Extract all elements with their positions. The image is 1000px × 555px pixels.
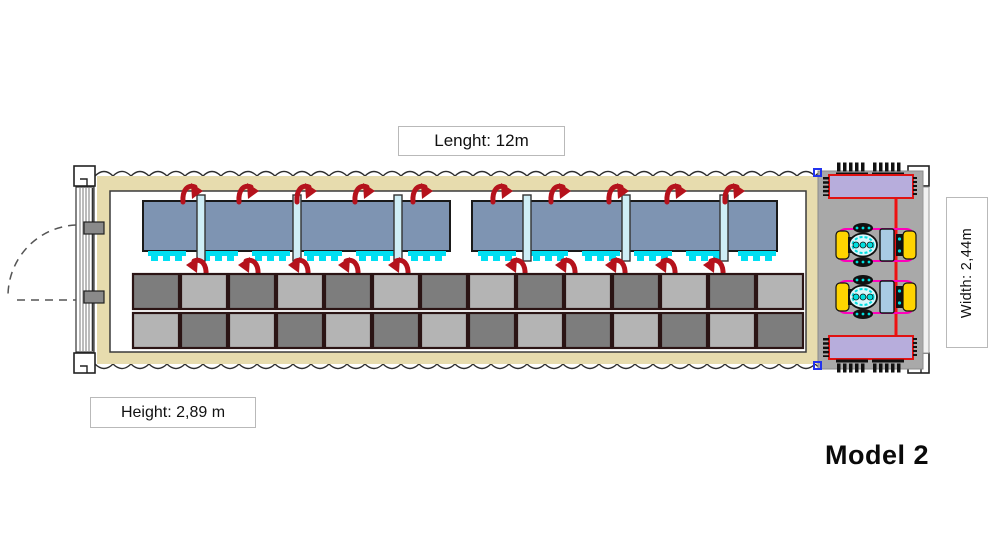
- floor-tile: [659, 311, 709, 350]
- plant-tray: [304, 251, 342, 261]
- floor-tile: [611, 272, 661, 311]
- shelf-post: [393, 194, 403, 262]
- hvac-unit-1: [835, 222, 917, 268]
- equipment-room: [813, 162, 930, 373]
- entry-door: [75, 186, 105, 353]
- length-dimension-label: Lenght: 12m: [398, 126, 565, 156]
- floor-tile: [275, 272, 325, 311]
- corrugated-wall-bottom: [94, 363, 906, 370]
- door-hinge: [83, 221, 105, 235]
- condenser-unit-top: [823, 162, 917, 199]
- floor-tile: [131, 272, 181, 311]
- floor-tile: [467, 272, 517, 311]
- grow-shelf-right: [471, 194, 778, 262]
- shelf-post: [292, 194, 302, 262]
- floor-tile: [515, 311, 565, 350]
- plant-tray: [252, 251, 290, 261]
- model-title: Model 2: [824, 440, 929, 470]
- floor-tile: [131, 311, 181, 350]
- floor-tile: [323, 272, 373, 311]
- condenser-unit-bottom: [823, 335, 917, 373]
- floor-tile: [563, 311, 613, 350]
- floor-tile: [227, 272, 277, 311]
- door-hinge: [83, 290, 105, 304]
- shelf-post: [719, 194, 729, 262]
- floor-tile: [371, 311, 421, 350]
- length-dimension-text: Lenght: 12m: [434, 131, 529, 150]
- corner-marker: [813, 168, 822, 177]
- corner-casting: [73, 352, 96, 374]
- corner-casting: [73, 165, 96, 187]
- height-dimension-label: Height: 2,89 m: [90, 397, 256, 428]
- floor-tile: [611, 311, 661, 350]
- floor-tile: [371, 272, 421, 311]
- floor-tile: [659, 272, 709, 311]
- shelf-post: [621, 194, 631, 262]
- plant-tray: [478, 251, 516, 261]
- floor-tile: [515, 272, 565, 311]
- floor-tile: [323, 311, 373, 350]
- floor-tile: [275, 311, 325, 350]
- height-dimension-text: Height: 2,89 m: [120, 403, 226, 421]
- floor-tile: [419, 272, 469, 311]
- floor-tiles: [131, 272, 805, 350]
- floor-tile: [419, 311, 469, 350]
- corrugated-wall-top: [94, 170, 906, 177]
- door-swing-arc: [7, 224, 77, 301]
- floor-tile: [707, 311, 757, 350]
- grow-shelf-left: [142, 194, 451, 262]
- floor-tile: [563, 272, 613, 311]
- floor-tile: [755, 311, 805, 350]
- width-dimension-text: Width: 2,44m: [959, 227, 976, 318]
- plant-tray: [148, 251, 186, 261]
- hvac-unit-2: [835, 274, 917, 320]
- floor-tile: [755, 272, 805, 311]
- plant-tray: [408, 251, 446, 261]
- floor-tile: [467, 311, 517, 350]
- floor-tile: [227, 311, 277, 350]
- floor-tile: [179, 311, 229, 350]
- plant-tray: [738, 251, 776, 261]
- corner-marker: [813, 361, 822, 370]
- floor-tile: [707, 272, 757, 311]
- shelf-post: [196, 194, 206, 262]
- shelf-post: [522, 194, 532, 262]
- plant-tray: [356, 251, 394, 261]
- width-dimension-label: Width: 2,44m: [946, 197, 988, 348]
- floor-tile: [179, 272, 229, 311]
